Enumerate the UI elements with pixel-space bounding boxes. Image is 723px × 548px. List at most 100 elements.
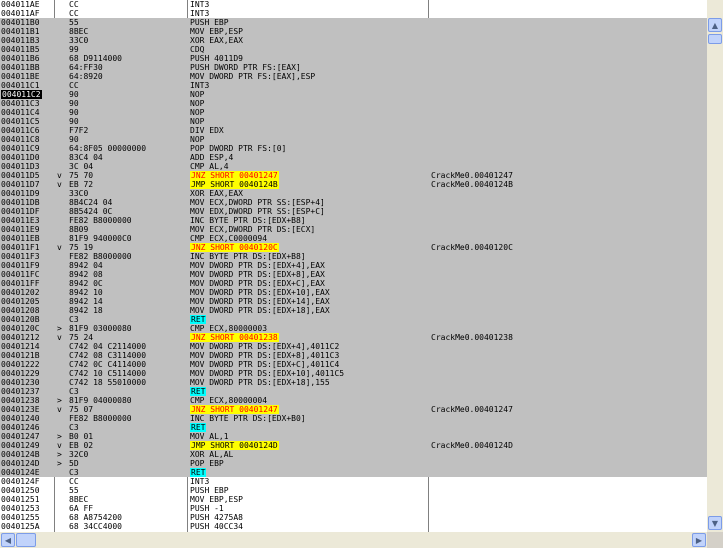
address-cell: 004011BE [1,72,40,81]
disassembly-cell: MOV ECX,DWORD PTR DS:[ECX] [190,225,316,234]
disassembly-cell: PUSH 40CC34 [190,522,243,531]
comment-cell: CrackMe0.0040124B [431,180,513,189]
scroll-down-icon[interactable]: ▼ [708,516,722,530]
hex-dump-cell: 6A FF [69,504,94,513]
hex-dump-cell: C742 04 C2114000 [69,342,147,351]
disassembly-cell: MOV DWORD PTR DS:[EDX+4],4011C2 [190,342,340,351]
address-cell: 00401251 [1,495,40,504]
hex-dump-cell: 8942 08 [69,270,103,279]
address-cell: 004011D0 [1,153,40,162]
hex-dump-cell: C742 18 55010000 [69,378,147,387]
horizontal-scrollbar[interactable]: ◀ ▶ [0,532,707,548]
hex-dump-cell: F7F2 [69,126,89,135]
address-cell: 004011B5 [1,45,40,54]
hex-dump-cell: EB 02 [69,441,94,450]
hex-dump-cell: 90 [69,117,79,126]
address-cell: 004011AF [1,9,40,18]
disassembly-cell: RET [190,315,207,324]
hex-dump-cell: 90 [69,90,79,99]
hex-dump-cell: CC [69,81,79,90]
hex-dump-cell: 33C0 [69,189,89,198]
hex-dump-cell: 75 19 [69,243,94,252]
hex-dump-cell: 75 07 [69,405,94,414]
comment-cell: CrackMe0.0040120C [431,243,513,252]
disassembly-cell: MOV DWORD PTR DS:[EDX+18],EAX [190,306,330,315]
address-cell: 00401240 [1,414,40,423]
hex-dump-cell: 8942 04 [69,261,103,270]
address-cell: 00401229 [1,369,40,378]
vertical-scrollbar[interactable]: ▲ ▼ [707,0,723,532]
hex-dump-cell: 75 24 [69,333,94,342]
horizontal-scroll-thumb[interactable] [16,533,36,547]
scroll-left-icon[interactable]: ◀ [1,533,15,547]
disassembly-cell: MOV ECX,DWORD PTR SS:[ESP+4] [190,198,325,207]
scroll-right-icon[interactable]: ▶ [692,533,706,547]
jump-arrow-icon: > [57,396,62,405]
vertical-scroll-thumb[interactable] [708,34,722,44]
address-cell: 004011E3 [1,216,40,225]
scroll-up-icon[interactable]: ▲ [708,18,722,32]
